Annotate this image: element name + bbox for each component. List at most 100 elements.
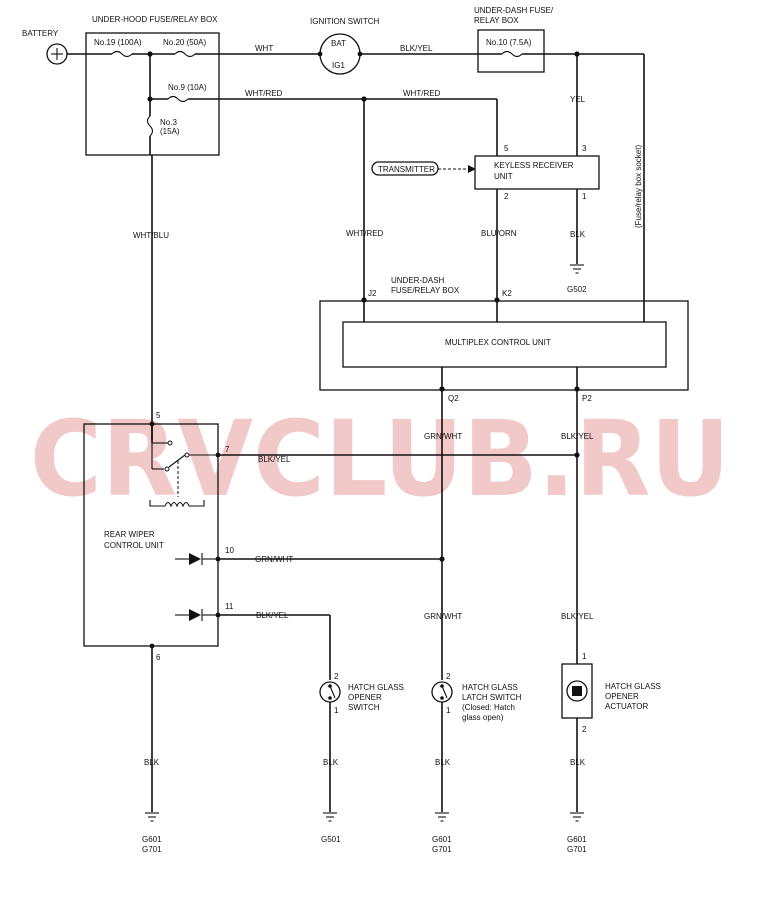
wire-blk-yel-p2: BLK/YEL <box>561 432 594 441</box>
fuse-20-symbol <box>174 50 196 58</box>
underhood-fuse-relay-box <box>85 32 220 156</box>
wiper-relay-switch <box>151 424 218 497</box>
fuse-19-symbol <box>111 50 133 58</box>
fuse-socket-label: (Fuse/relay box socket) <box>634 145 643 228</box>
pin-p2: P2 <box>582 394 592 403</box>
wire-wht-red-a: WHT/RED <box>245 89 283 98</box>
keyless-receiver-unit <box>474 155 600 190</box>
battery-label: BATTERY <box>22 29 59 38</box>
multiplex-control-unit-label: MULTIPLEX CONTROL UNIT <box>445 338 551 347</box>
pin-sw-2: 2 <box>334 672 339 681</box>
latch-switch-label-4: glass open) <box>462 713 504 722</box>
underhood-box-label: UNDER-HOOD FUSE/RELAY BOX <box>92 15 218 24</box>
wire-blk-g2: BLK <box>323 758 339 767</box>
wiper-relay-coil <box>149 500 205 508</box>
pin-rx-5: 5 <box>504 144 509 153</box>
ground-g601-b: G601 <box>432 835 452 844</box>
ignition-bat-label: BAT <box>331 39 346 48</box>
wire-grn-wht-latch: GRN/WHT <box>424 612 462 621</box>
pin-rx-1: 1 <box>582 192 587 201</box>
ground-g701-b: G701 <box>432 845 452 854</box>
wire-grn-wht-q2: GRN/WHT <box>424 432 462 441</box>
pin-rw-10: 10 <box>225 546 234 555</box>
transmitter-label: TRANSMITTER <box>378 165 435 174</box>
wire-blk-g1: BLK <box>144 758 160 767</box>
pin-rw-6: 6 <box>156 653 161 662</box>
fuse-19-label: No.19 (100A) <box>94 38 142 47</box>
actuator-label-2: OPENER <box>605 692 639 701</box>
diode-pin-10 <box>175 553 218 565</box>
hatch-switch-label: HATCH GLASS <box>348 683 404 692</box>
pin-rx-2: 2 <box>504 192 509 201</box>
pin-rw-7: 7 <box>225 445 230 454</box>
wire-wht-red-c: WHT/RED <box>346 229 384 238</box>
pin-lt-1: 1 <box>446 706 451 715</box>
fuse-9-symbol <box>167 95 189 103</box>
fuse-20-label: No.20 (50A) <box>163 38 206 47</box>
fuse-9-label: No.9 (10A) <box>168 83 207 92</box>
ignition-switch-label: IGNITION SWITCH <box>310 17 380 26</box>
transmitter-signal-arrow <box>468 165 476 173</box>
latch-switch-label: HATCH GLASS <box>462 683 518 692</box>
hatch-glass-latch-switch-symbol <box>431 681 453 703</box>
fuse-3-symbol <box>146 115 154 137</box>
ground-symbol-2 <box>323 812 337 822</box>
ground-g502-symbol <box>570 264 584 274</box>
latch-switch-label-2: LATCH SWITCH <box>462 693 522 702</box>
fuse-3-label: No.3 <box>160 118 177 127</box>
pin-lt-2: 2 <box>446 672 451 681</box>
underdash-box-label: UNDER-DASH FUSE/ <box>474 6 554 15</box>
underdash-relay-box-outline <box>319 300 689 391</box>
actuator-motor-symbol <box>566 680 588 702</box>
ground-g601-c: G601 <box>567 835 587 844</box>
pin-sw-1: 1 <box>334 706 339 715</box>
fuse-10-symbol <box>501 50 523 58</box>
hatch-switch-label-2: OPENER <box>348 693 382 702</box>
diode-pin-11 <box>175 609 218 621</box>
pin-rw-5: 5 <box>156 411 161 420</box>
actuator-label: HATCH GLASS <box>605 682 661 691</box>
rear-wiper-label-2: CONTROL UNIT <box>104 541 164 550</box>
hatch-glass-opener-switch-symbol <box>319 681 341 703</box>
ground-g701-a: G701 <box>142 845 162 854</box>
pin-ac-2: 2 <box>582 725 587 734</box>
wire-blu-orn: BLU/ORN <box>481 229 517 238</box>
underdash-box-label-2: RELAY BOX <box>474 16 519 25</box>
wire-blk-g4: BLK <box>570 758 586 767</box>
wire-wht-blu: WHT/BLU <box>133 231 169 240</box>
pin-k2: K2 <box>502 289 512 298</box>
latch-switch-label-3: (Closed: Hatch <box>462 703 515 712</box>
watermark: CRVCLUB.RU <box>30 398 730 520</box>
wire-wht: WHT <box>255 44 273 53</box>
wire-wht-red-b: WHT/RED <box>403 89 441 98</box>
fuse-10-label: No.10 (7.5A) <box>486 38 532 47</box>
battery-symbol <box>46 43 68 65</box>
mux-box-label-2: FUSE/RELAY BOX <box>391 286 460 295</box>
wire-grn-wht-10: GRN/WHT <box>255 555 293 564</box>
ground-symbol-1 <box>145 812 159 822</box>
hatch-switch-label-3: SWITCH <box>348 703 380 712</box>
keyless-receiver-label-2: UNIT <box>494 172 513 181</box>
ground-g502: G502 <box>567 285 587 294</box>
multiplex-control-unit <box>342 321 667 368</box>
ignition-switch-symbol <box>317 33 363 75</box>
actuator-label-3: ACTUATOR <box>605 702 648 711</box>
pin-j2: J2 <box>368 289 377 298</box>
fuse-3-rating: (15A) <box>160 127 180 136</box>
underdash-fuse-box <box>477 29 545 73</box>
wire-blk-receiver: BLK <box>570 230 586 239</box>
wire-blk-yel-11: BLK/YEL <box>256 611 289 620</box>
wire-yel: YEL <box>570 95 586 104</box>
ground-g601-a: G601 <box>142 835 162 844</box>
wire-blk-g3: BLK <box>435 758 451 767</box>
mux-box-label: UNDER-DASH <box>391 276 445 285</box>
rear-wiper-label: REAR WIPER <box>104 530 155 539</box>
ground-g501: G501 <box>321 835 341 844</box>
ground-symbol-3 <box>435 812 449 822</box>
pin-ac-1: 1 <box>582 652 587 661</box>
wire-blk-yel-top: BLK/YEL <box>400 44 433 53</box>
ground-g701-c: G701 <box>567 845 587 854</box>
keyless-receiver-label: KEYLESS RECEIVER <box>494 161 574 170</box>
pin-q2: Q2 <box>448 394 459 403</box>
